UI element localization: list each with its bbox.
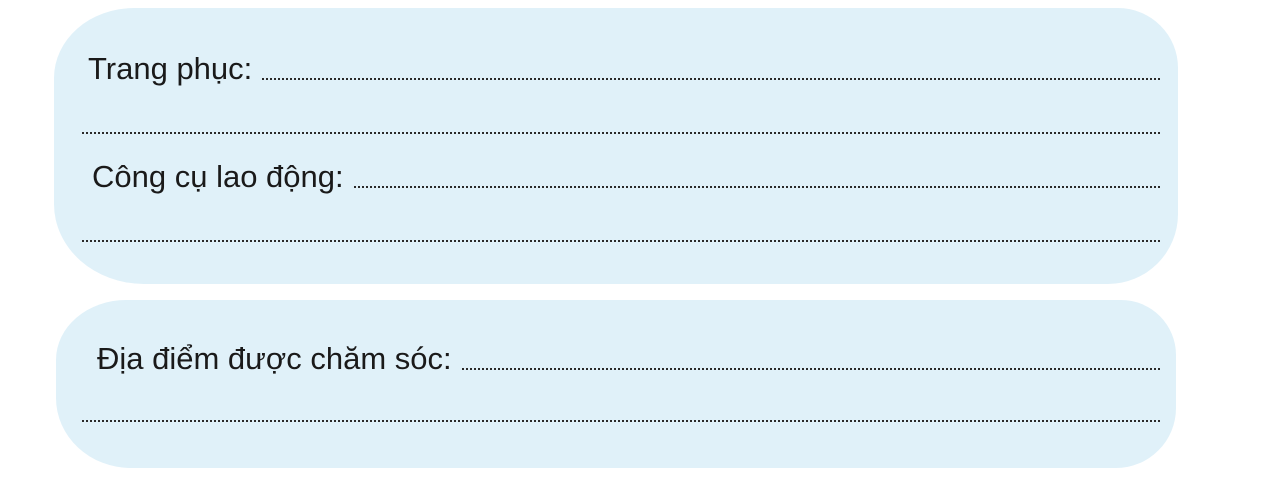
clothing-field: Trang phục: bbox=[88, 42, 1160, 86]
place-label: Địa điểm được chăm sóc: bbox=[97, 341, 452, 376]
tools-answer-line-2[interactable] bbox=[82, 240, 1160, 242]
tools-answer-line[interactable] bbox=[353, 186, 1160, 188]
clothing-answer-line-2[interactable] bbox=[82, 132, 1160, 134]
tools-label: Công cụ lao động: bbox=[92, 159, 344, 194]
answer-panel-bottom bbox=[56, 300, 1176, 468]
answer-panel-top bbox=[54, 8, 1178, 284]
clothing-answer-line[interactable] bbox=[262, 78, 1160, 80]
tools-field: Công cụ lao động: bbox=[92, 150, 1160, 194]
place-answer-line[interactable] bbox=[461, 368, 1160, 370]
place-answer-line-2[interactable] bbox=[82, 420, 1160, 422]
clothing-label: Trang phục: bbox=[88, 51, 253, 86]
place-field: Địa điểm được chăm sóc: bbox=[97, 332, 1160, 376]
